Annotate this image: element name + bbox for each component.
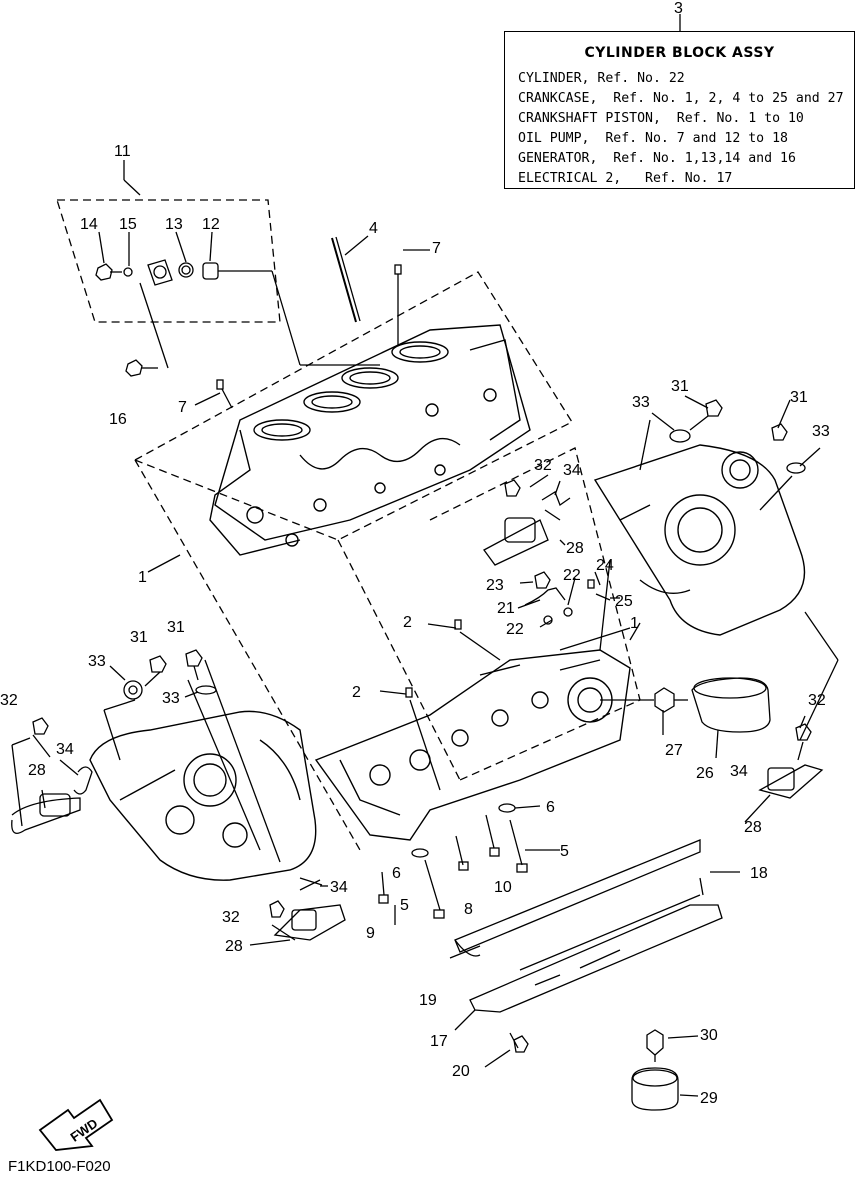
legend-line: OIL PUMP, Ref. No. 7 and 12 to 18 <box>518 131 788 146</box>
callout-34: 34 <box>563 462 581 479</box>
callout-31: 31 <box>130 629 148 646</box>
callout-28: 28 <box>28 762 46 779</box>
callout-28: 28 <box>566 540 584 557</box>
callout-13: 13 <box>165 216 183 233</box>
callout-16: 16 <box>109 411 127 428</box>
callout-11: 11 <box>114 143 131 160</box>
callout-22: 22 <box>563 567 581 584</box>
diagram-code: F1KD100-F020 <box>8 1158 111 1175</box>
callout-25: 25 <box>615 593 633 610</box>
callout-34: 34 <box>56 741 74 758</box>
callout-27: 27 <box>665 742 683 759</box>
callout-33: 33 <box>632 394 650 411</box>
callout-32: 32 <box>534 457 552 474</box>
callout-20: 20 <box>452 1063 470 1080</box>
callout-19: 19 <box>419 992 437 1009</box>
callout-6: 6 <box>392 865 401 882</box>
callout-31: 31 <box>671 378 689 395</box>
callout-34: 34 <box>330 879 348 896</box>
legend-box: CYLINDER BLOCK ASSY CYLINDER, Ref. No. 2… <box>504 31 855 189</box>
callout-22: 22 <box>506 621 524 638</box>
callout-28: 28 <box>744 819 762 836</box>
callout-31: 31 <box>167 619 185 636</box>
callout-32: 32 <box>808 692 826 709</box>
callout-1: 1 <box>630 615 639 632</box>
callout-15: 15 <box>119 216 137 233</box>
callout-7: 7 <box>178 399 187 416</box>
callout-33: 33 <box>812 423 830 440</box>
crankcase-upper <box>314 649 631 841</box>
callout-legend-ref: 3 <box>674 0 683 17</box>
legend-title: CYLINDER BLOCK ASSY <box>584 45 775 61</box>
legend-line: GENERATOR, Ref. No. 1,13,14 and 16 <box>518 151 796 166</box>
legend-line: CRANKSHAFT PISTON, Ref. No. 1 to 10 <box>518 111 804 126</box>
fwd-arrow-icon <box>38 1098 114 1151</box>
callout-1: 1 <box>138 569 147 586</box>
callout-26: 26 <box>696 765 714 782</box>
callout-21: 21 <box>497 600 515 617</box>
callout-32: 32 <box>0 692 18 709</box>
callout-14: 14 <box>80 216 98 233</box>
callout-10: 10 <box>494 879 512 896</box>
legend-line: CRANKCASE, Ref. No. 1, 2, 4 to 25 and 27 <box>518 91 844 106</box>
legend-line: CYLINDER, Ref. No. 22 <box>518 71 685 86</box>
callout-2: 2 <box>352 684 361 701</box>
legend-line: ELECTRICAL 2, Ref. No. 17 <box>518 171 733 186</box>
callout-23: 23 <box>486 577 504 594</box>
left-cover <box>89 710 317 881</box>
callout-7: 7 <box>432 240 441 257</box>
callout-18: 18 <box>750 865 768 882</box>
group-outline <box>56 199 641 851</box>
callout-24: 24 <box>596 557 614 574</box>
callout-2: 2 <box>403 614 412 631</box>
callout-5: 5 <box>400 897 409 914</box>
callout-5: 5 <box>560 843 569 860</box>
callout-33: 33 <box>88 653 106 670</box>
callout-6: 6 <box>546 799 555 816</box>
cylinder-block <box>209 324 531 556</box>
callout-34: 34 <box>730 763 748 780</box>
callout-4: 4 <box>369 220 378 237</box>
callout-17: 17 <box>430 1033 448 1050</box>
callout-12: 12 <box>202 216 220 233</box>
callout-28: 28 <box>225 938 243 955</box>
callout-9: 9 <box>366 925 375 942</box>
callout-8: 8 <box>464 901 473 918</box>
callout-30: 30 <box>700 1027 718 1044</box>
callout-31: 31 <box>790 389 808 406</box>
legend-lines: CYLINDER, Ref. No. 22 CRANKCASE, Ref. No… <box>518 69 844 189</box>
callout-33: 33 <box>162 690 180 707</box>
fwd-label: FWD <box>68 1115 101 1144</box>
callout-32: 32 <box>222 909 240 926</box>
right-cover <box>593 444 806 636</box>
callout-29: 29 <box>700 1090 718 1107</box>
